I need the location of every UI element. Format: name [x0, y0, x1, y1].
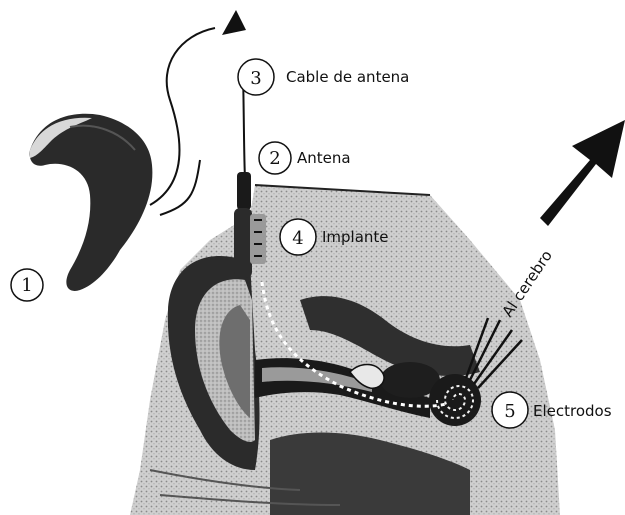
- callout-2-number: 2: [269, 148, 280, 169]
- callout-2-label: Antena: [297, 149, 351, 167]
- callout-3-number: 3: [250, 68, 261, 89]
- callout-2: 2 Antena: [259, 142, 351, 174]
- callout-1: 1: [11, 269, 43, 301]
- callout-4-label: Implante: [322, 228, 389, 246]
- callout-4-number: 4: [292, 228, 303, 249]
- cable-arrow-head: [222, 10, 246, 35]
- callout-5-number: 5: [504, 401, 515, 422]
- to-brain-arrow: [540, 120, 625, 226]
- speech-processor: [30, 114, 153, 291]
- cochlea: [429, 374, 481, 426]
- callout-1-number: 1: [21, 275, 32, 296]
- callout-5-label: Electrodos: [533, 402, 612, 420]
- to-brain-label: Al cerebro: [498, 247, 556, 320]
- callout-3-label: Cable de antena: [286, 68, 409, 86]
- callout-3: 3 Cable de antena: [238, 59, 409, 95]
- antenna-cable: [150, 28, 245, 215]
